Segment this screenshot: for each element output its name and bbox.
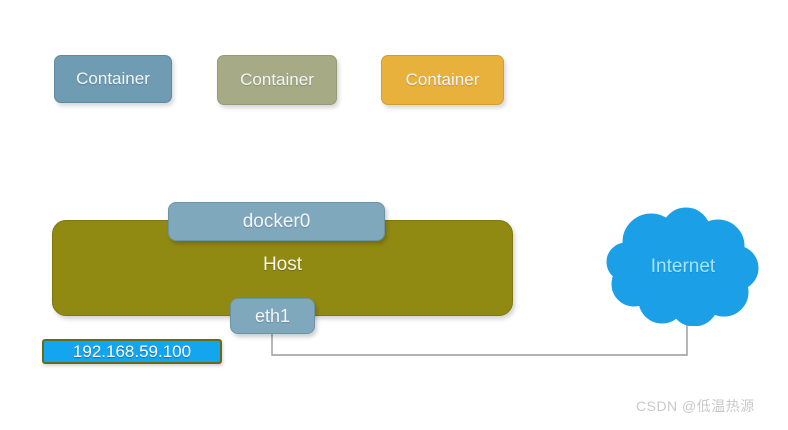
container-box-2-label: Container xyxy=(240,70,314,89)
ip-address-badge: 192.168.59.100 xyxy=(42,339,222,364)
container-box-3: Container xyxy=(381,55,504,105)
ip-address-value: 192.168.59.100 xyxy=(72,341,192,361)
eth1-label: eth1 xyxy=(254,305,291,326)
eth1-box: eth1 xyxy=(230,298,315,334)
docker0-label: docker0 xyxy=(242,210,311,232)
docker0-box: docker0 xyxy=(168,202,385,241)
container-box-1-label: Container xyxy=(76,69,150,88)
container-box-3-label: Container xyxy=(405,70,480,89)
container-box-2: Container xyxy=(217,55,337,105)
container-box-1: Container xyxy=(54,55,172,103)
host-label: Host xyxy=(262,254,303,275)
watermark-text: CSDN @低温热源 xyxy=(636,398,755,414)
internet-cloud-icon xyxy=(606,206,760,326)
